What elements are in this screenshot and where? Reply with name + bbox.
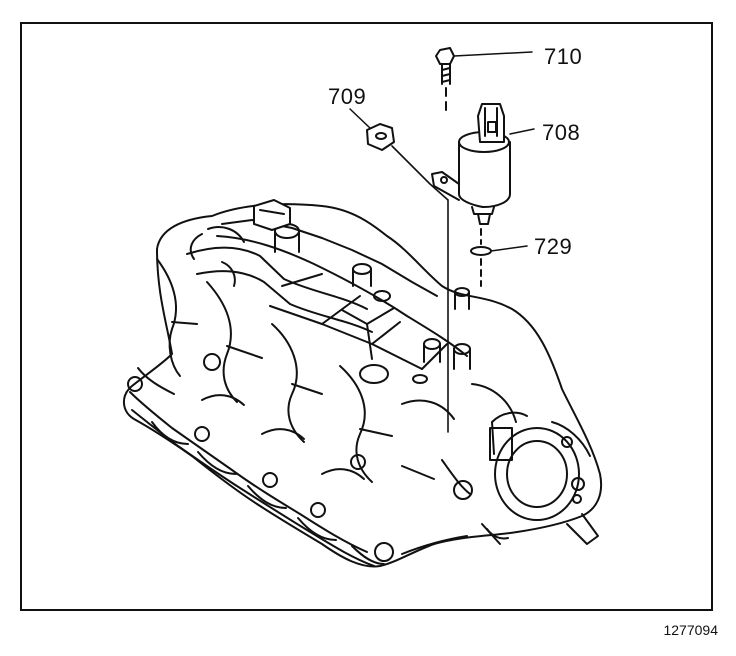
solenoid-valve-708 — [431, 103, 511, 225]
callout-710: 710 — [544, 44, 583, 69]
grommet-leader — [391, 145, 449, 201]
callout-729: 729 — [534, 234, 573, 259]
intake-manifold — [123, 199, 602, 568]
leader-709 — [349, 108, 371, 129]
figure-number: 1277094 — [663, 622, 718, 638]
figure-frame: 710 709 708 729 — [20, 22, 713, 611]
grommet-709 — [366, 123, 395, 151]
leader-729 — [490, 245, 528, 252]
callout-708: 708 — [542, 120, 581, 145]
o-ring-729 — [470, 246, 492, 256]
callout-709: 709 — [328, 84, 367, 109]
exploded-view-drawing — [123, 47, 602, 568]
bolt-710 — [435, 47, 455, 85]
leader-708 — [509, 128, 535, 135]
leader-710 — [453, 51, 533, 57]
